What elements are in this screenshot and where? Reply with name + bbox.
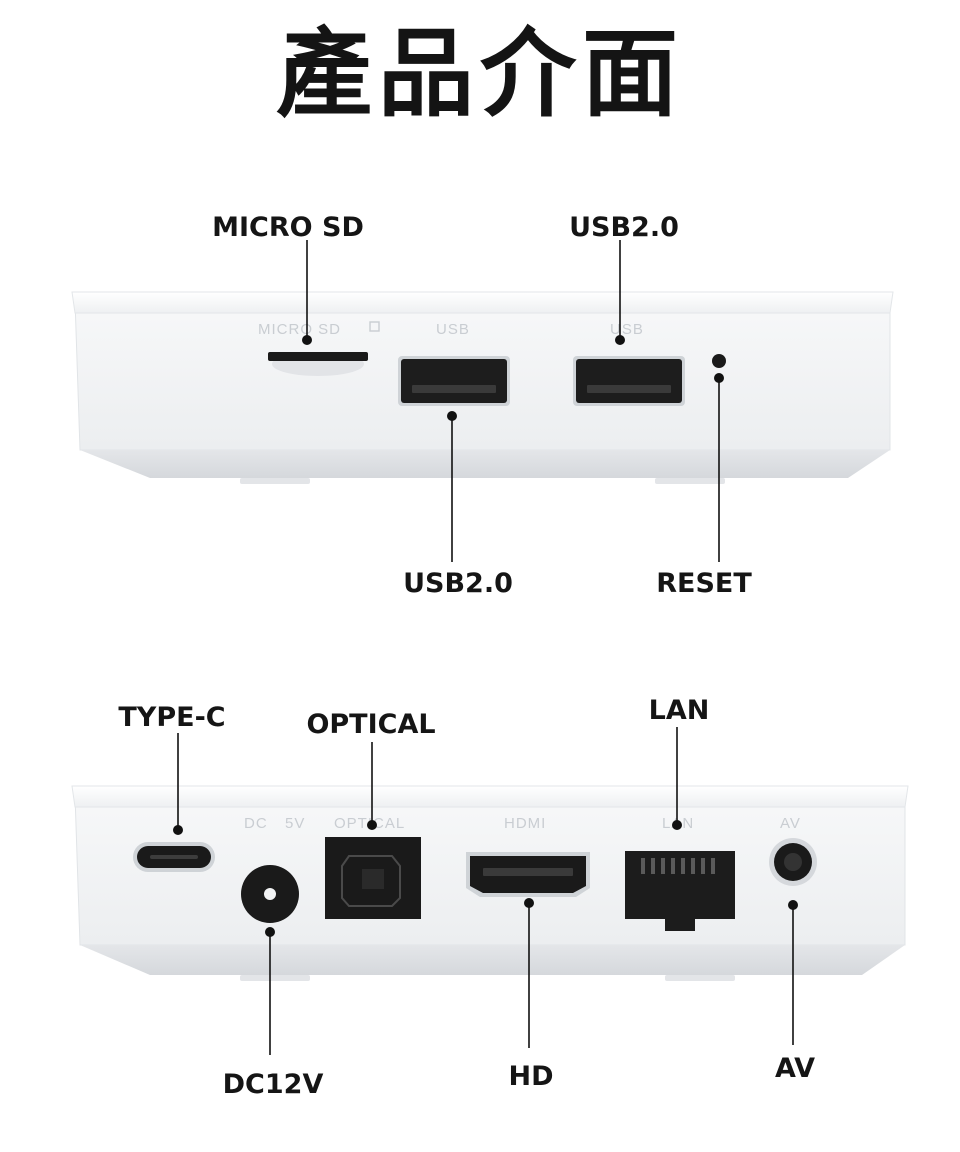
printed-av: AV: [780, 815, 801, 832]
label-dc12v: DC12V: [223, 1069, 324, 1100]
type-c-port[interactable]: [133, 842, 215, 872]
front-callouts: [302, 240, 724, 562]
dc-power-jack[interactable]: [241, 865, 299, 923]
back-callouts: [173, 727, 798, 1055]
usb-port-left[interactable]: [398, 356, 510, 406]
label-type-c: TYPE-C: [118, 702, 225, 733]
av-jack[interactable]: [769, 838, 817, 886]
front-panel-device: MICRO SD USB USB: [71, 291, 894, 484]
printed-micro-sd: MICRO SD: [258, 321, 341, 338]
label-av: AV: [775, 1053, 815, 1084]
micro-sd-slot[interactable]: [268, 352, 368, 376]
printed-usb-left: USB: [436, 321, 470, 338]
label-micro-sd: MICRO SD: [212, 212, 364, 243]
label-usb-top: USB2.0: [569, 212, 679, 243]
usb-port-right[interactable]: [573, 356, 685, 406]
label-usb-bottom: USB2.0: [403, 568, 513, 599]
page-title: 產品介面: [276, 18, 684, 130]
label-lan: LAN: [649, 695, 710, 726]
reset-button[interactable]: [712, 354, 726, 368]
lan-port[interactable]: [625, 851, 735, 931]
optical-port[interactable]: [325, 837, 421, 919]
hdmi-port[interactable]: [466, 852, 590, 897]
card-symbol-icon: [369, 321, 380, 332]
printed-hdmi: HDMI: [504, 815, 546, 832]
printed-dc: DC: [244, 815, 268, 832]
label-hd: HD: [508, 1061, 553, 1092]
printed-usb-right: USB: [610, 321, 644, 338]
back-panel-device: DC 5V OPTICAL HDMI LAN AV: [71, 785, 909, 981]
label-optical: OPTICAL: [306, 709, 435, 740]
printed-dc-voltage: 5V: [285, 815, 305, 832]
label-reset: RESET: [656, 568, 752, 599]
